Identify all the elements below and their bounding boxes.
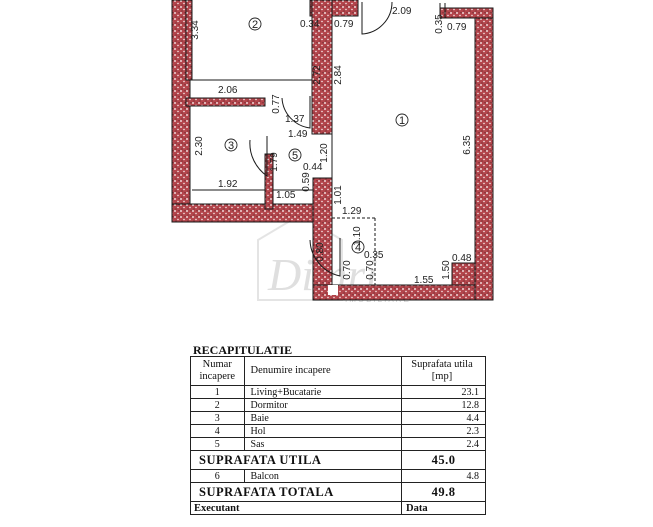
dim-2-72: 2.72: [312, 65, 323, 85]
dim-1-49: 1.49: [288, 129, 308, 140]
row-number: 1: [190, 385, 245, 399]
dim-0-59: 0.59: [301, 172, 312, 192]
date-label: Data: [401, 501, 486, 515]
dim-0-80: 0.80: [315, 242, 326, 262]
wall-hall-left: [312, 177, 333, 301]
dim-0-34: 0.34: [300, 19, 320, 30]
wall-right: [474, 7, 494, 301]
room-number-5: 5: [292, 150, 298, 162]
door-bedroom-swing: [361, 1, 393, 35]
wall-bottom: [312, 284, 494, 301]
dim-1-50: 1.50: [441, 260, 452, 280]
dim-1-92: 1.92: [218, 179, 238, 190]
dim-0-79-a: 0.79: [334, 19, 354, 30]
dim-2-06: 2.06: [218, 85, 238, 96]
wall-bedroom-right: [311, 0, 333, 135]
dim-1-29: 1.29: [342, 206, 362, 217]
dim-0-70-a: 0.70: [342, 260, 353, 280]
row-name: Living+Bucatarie: [243, 385, 403, 399]
row-name: Baie: [243, 411, 403, 425]
header-number: Numar incapere: [190, 356, 245, 386]
total-area-label: SUPRAFATA TOTALA: [190, 482, 402, 502]
table-row: 5 Sas 2.4: [190, 437, 486, 451]
table-row: 4 Hol 2.3: [190, 424, 486, 438]
row-number: 3: [190, 411, 245, 425]
dimension-labels: 3.34 0.34 0.79 2.09 0.35 0.79 2.72 2.84 …: [190, 6, 473, 286]
wall-pillar: [451, 262, 476, 286]
wall-top-right: [439, 7, 494, 19]
dim-0-77: 0.77: [271, 94, 282, 114]
dim-1-01: 1.01: [333, 185, 344, 205]
useful-area-row: SUPRAFATA UTILA 45.0: [190, 450, 486, 470]
useful-area-label: SUPRAFATA UTILA: [190, 450, 402, 470]
row-area: 23.1: [401, 385, 486, 399]
room-number-2: 2: [252, 19, 258, 31]
balcony-row: 6 Balcon 4.8: [190, 469, 486, 483]
row-name: Sas: [243, 437, 403, 451]
doors: [249, 1, 393, 277]
total-area-value: 49.8: [401, 482, 486, 502]
useful-area-value: 45.0: [401, 450, 486, 470]
row-name: Hol: [243, 424, 403, 438]
balcony-name: Balcon: [243, 469, 403, 483]
recap-table: Numar incapere Denumire incapere Suprafa…: [190, 356, 486, 515]
table-row: 2 Dormitor 12.8: [190, 398, 486, 412]
dim-1-79: 1.79: [269, 152, 280, 172]
dim-2-84: 2.84: [333, 65, 344, 85]
dim-1-55: 1.55: [414, 275, 434, 286]
wall-bedroom-left: [185, 0, 193, 81]
dim-0-70-b: 0.70: [365, 260, 376, 280]
dim-1-37: 1.37: [285, 114, 305, 125]
door-entry-swing: [309, 238, 341, 277]
row-name: Dormitor: [243, 398, 403, 412]
dim-1-20: 1.20: [319, 143, 330, 163]
balcony-number: 6: [190, 469, 245, 483]
floor-plan: Dimri IMOBILIARE: [171, 0, 494, 304]
room-number-4: 4: [355, 242, 361, 254]
header-name: Denumire incapere: [243, 356, 403, 386]
row-area: 12.8: [401, 398, 486, 412]
row-number: 5: [190, 437, 245, 451]
wall-bath-top: [185, 97, 266, 107]
room-number-1: 1: [399, 115, 405, 127]
dim-3-34: 3.34: [190, 20, 201, 40]
dim-1-05: 1.05: [276, 190, 296, 201]
balcony-area: 4.8: [401, 469, 486, 483]
table-row: 3 Baie 4.4: [190, 411, 486, 425]
row-area: 4.4: [401, 411, 486, 425]
row-number: 4: [190, 424, 245, 438]
door-sas-swing: [281, 96, 311, 129]
dim-0-48: 0.48: [452, 253, 472, 264]
wall-bath-right: [264, 153, 274, 210]
row-area: 2.3: [401, 424, 486, 438]
header-area: Suprafata utila [mp]: [401, 356, 486, 386]
table-row: 1 Living+Bucatarie 23.1: [190, 385, 486, 399]
recap-title: RECAPITULATIE: [193, 343, 293, 357]
dim-2-30: 2.30: [194, 136, 205, 156]
room-number-3: 3: [228, 140, 234, 152]
row-area: 2.4: [401, 437, 486, 451]
dim-0-35: 0.35: [434, 14, 445, 34]
dim-0-44: 0.44: [303, 162, 323, 173]
inner-lines: [192, 3, 446, 285]
executant-label: Executant: [190, 501, 402, 515]
executant-row: Executant Data: [190, 501, 486, 515]
wall-bottom-left: [171, 203, 333, 223]
recap-header-row: Numar incapere Denumire incapere Suprafa…: [190, 356, 486, 386]
row-number: 2: [190, 398, 245, 412]
room-markers: 2 1 3 5 4: [224, 17, 409, 254]
walls: [171, 0, 494, 301]
total-area-row: SUPRAFATA TOTALA 49.8: [190, 482, 486, 502]
dim-1-10: 1.10: [352, 226, 363, 246]
dim-2-09: 2.09: [392, 6, 412, 17]
door-bath-swing: [249, 136, 268, 177]
dim-6-35: 6.35: [462, 135, 473, 155]
dim-0-79-b: 0.79: [447, 22, 467, 33]
dim-0-35-b: 0.35: [364, 250, 384, 261]
